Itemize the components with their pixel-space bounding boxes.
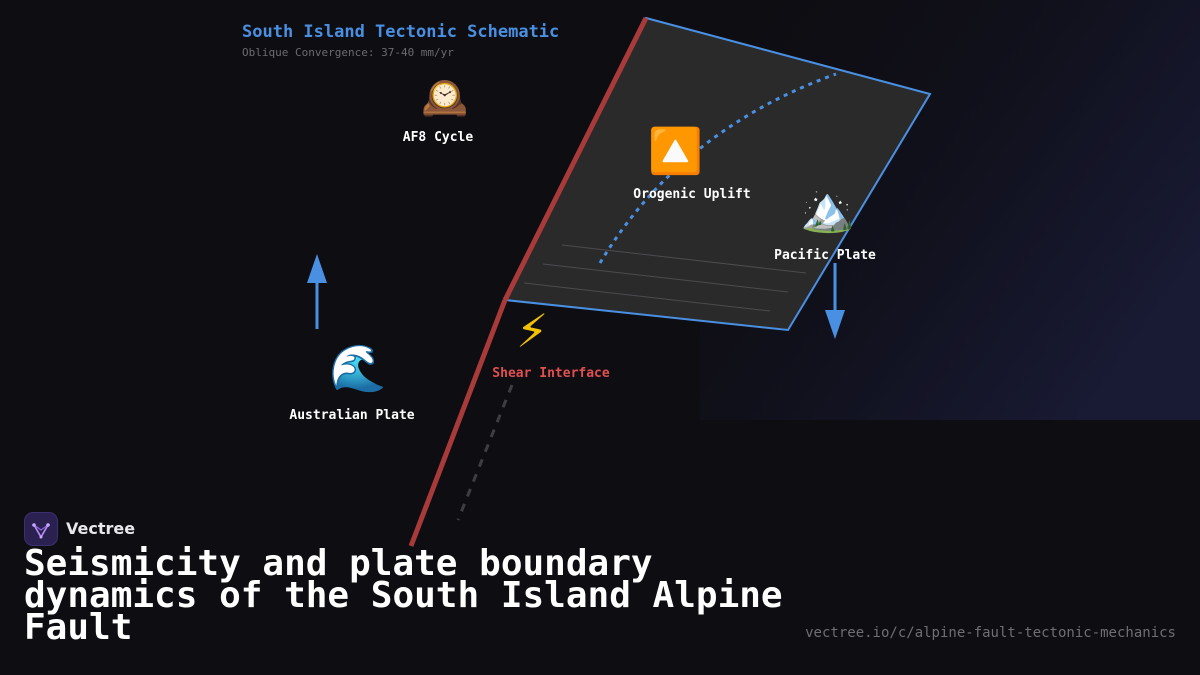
water-wave-icon: 🌊 — [329, 341, 387, 395]
pacific-plate-label: Pacific Plate — [774, 248, 876, 263]
vectree-logo-icon — [24, 512, 58, 546]
diagram-title: South Island Tectonic Schematic — [242, 22, 560, 42]
source-url[interactable]: vectree.io/c/alpine-fault-tectonic-mecha… — [805, 625, 1176, 641]
page-headline: Seismicity and plate boundary dynamics o… — [24, 543, 783, 648]
vectree-logo-glyph — [32, 523, 50, 539]
bedding-line — [561, 244, 807, 274]
lightning-icon: ⚡ — [516, 304, 549, 358]
uplift-trajectory — [598, 72, 837, 264]
up-arrow-button-icon: 🔼 — [648, 126, 703, 177]
shear-interface-label: Shear Interface — [492, 366, 610, 381]
bedding-line — [542, 263, 789, 293]
orogenic-uplift-label: Orogenic Uplift — [633, 187, 751, 202]
alpine-fault-lower — [408, 299, 508, 547]
diagram-subtitle: Oblique Convergence: 37-40 mm/yr — [242, 46, 454, 59]
af8-cycle-label: AF8 Cycle — [402, 130, 474, 145]
mantel-clock-icon: 🕰️ — [421, 75, 469, 119]
brand-name: Vectree — [66, 519, 136, 538]
pacific-motion-arrowhead — [825, 310, 845, 339]
australian-motion-arrowhead — [307, 254, 327, 283]
australian-plate-label: Australian Plate — [289, 408, 415, 423]
bedding-line — [523, 282, 771, 312]
snow-capped-mountain-icon: 🏔️ — [800, 184, 855, 235]
alpine-fault-upper — [502, 16, 649, 302]
